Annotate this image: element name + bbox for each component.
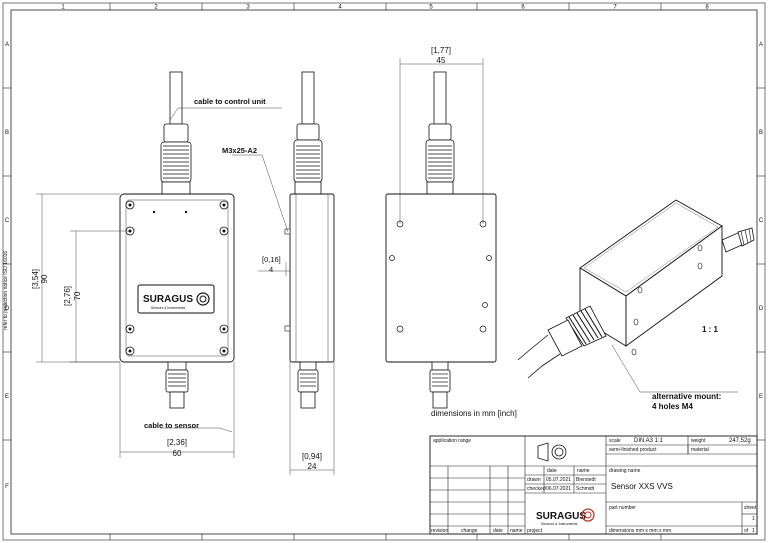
callout-screw: M3x25-A2 (222, 146, 257, 155)
callout-alt-mount-1: alternative mount: (652, 392, 721, 401)
connector-collar (163, 123, 189, 143)
units-note: dimensions in mm [inch] (431, 409, 517, 418)
col-label: 8 (705, 5, 709, 11)
tb-application-range: application range (433, 438, 471, 444)
dim-thickness-mm: 24 (308, 462, 317, 471)
tb-rev-header: project (527, 528, 543, 534)
logo-tagline: Sensors & Instruments (151, 306, 186, 310)
row-label: C (759, 218, 764, 224)
tb-sheet-value: 1 (752, 516, 755, 522)
row-label: E (759, 394, 763, 400)
tb-of-value: 1 (752, 528, 755, 534)
tb-semi-finished: semi-finished product (609, 447, 657, 453)
dim-height-outer-mm: 90 (40, 274, 49, 283)
tb-rev-header: change (461, 528, 478, 534)
tb-rev-header: revision (431, 528, 448, 534)
col-label: 3 (246, 5, 250, 11)
tb-scale-label: scale (609, 438, 621, 444)
side-dimensions (232, 154, 335, 475)
housing-front (119, 193, 235, 363)
logo-text: SURAGUS (143, 294, 193, 305)
tb-name-header: name (577, 468, 590, 474)
row-markers: A B C D E F A B C D E (5, 42, 764, 490)
row-label: B (759, 130, 763, 136)
col-label: 2 (154, 5, 158, 11)
housing-back (385, 193, 497, 363)
tb-logo-icon (581, 508, 595, 522)
dim-offset-inch: [0,16] (262, 255, 281, 264)
tb-drawing-name-label: drawing name (609, 468, 641, 474)
dim-offset-mm: 4 (269, 265, 273, 274)
tb-weight-value: 247,52g (729, 438, 751, 444)
tb-of-label: of (744, 528, 749, 534)
col-label: 5 (429, 5, 433, 11)
tb-checked-label: checked (527, 486, 546, 492)
tb-rev-header: name (510, 528, 523, 534)
tb-checked-date: 06.07.2021 (546, 486, 571, 492)
tb-logo-text: SURAGUS (536, 511, 586, 522)
tb-checked-name: Schmidt (576, 486, 595, 492)
row-label: A (5, 42, 9, 48)
tb-drawn-label: drawn (527, 477, 541, 483)
col-label: 6 (521, 5, 525, 11)
dim-hole-spacing-inch: [1,77] (431, 46, 451, 55)
callout-cable-sensor: cable to sensor (144, 421, 199, 430)
dim-height-inner-mm: 70 (73, 291, 82, 300)
cable-bottom (169, 391, 185, 409)
callout-alt-mount-2: 4 holes M4 (652, 402, 693, 411)
front-dimensions (36, 107, 282, 458)
tb-scale-value: DIN A3 1:1 (634, 438, 664, 444)
row-label: D (5, 306, 10, 312)
back-dimensions (399, 58, 484, 224)
dim-height-inner-inch: [2,76] (63, 286, 72, 306)
row-label: B (5, 130, 9, 136)
dim-hole-spacing-mm: 45 (437, 56, 446, 65)
isometric-view (517, 199, 755, 379)
cable-top (169, 71, 183, 125)
row-label: A (759, 42, 763, 48)
tb-drawing-name: Sensor XXS VVS (611, 482, 673, 491)
tb-date-header: date (547, 468, 557, 474)
detail-scale: 1 : 1 (702, 325, 719, 334)
side-view (284, 71, 335, 409)
tb-rev-header: date (493, 528, 503, 534)
front-view: SURAGUS Sensors & Instruments (119, 71, 235, 409)
tb-drawn-name: Bierstedt (576, 477, 596, 483)
tb-drawn-date: 05.07.2021 (546, 477, 571, 483)
row-label: F (5, 484, 9, 490)
housing-side (289, 193, 335, 363)
col-label: 1 (61, 5, 65, 11)
tb-dimensions-label: dimensions mm x mm x mm (609, 528, 671, 534)
inner-frame (10, 9, 758, 535)
back-view (385, 71, 497, 409)
projection-symbol (537, 442, 549, 462)
col-label: 7 (613, 5, 617, 11)
column-markers: 1 2 3 4 5 6 7 8 (61, 5, 709, 11)
protection-notice: refer to protection notice ISO 16016 (3, 251, 9, 330)
tb-sheet-label: sheet (744, 505, 757, 511)
logo-icon (196, 292, 210, 306)
callout-cable-control: cable to control unit (194, 97, 266, 106)
tb-weight-label: weight (691, 438, 706, 444)
tb-material: material (691, 447, 709, 453)
alternative-mount-leader (611, 344, 738, 393)
column-ticks (3, 3, 765, 540)
title-block-logo: SURAGUS Sensors & Instruments (536, 508, 595, 526)
logo-plate (137, 284, 215, 314)
connector-bottom (165, 369, 189, 393)
tb-part-number-label: part number (609, 505, 636, 511)
row-label: C (5, 218, 10, 224)
dim-thickness-inch: [0,94] (302, 452, 322, 461)
row-label: D (759, 306, 764, 312)
tb-logo-tagline: Sensors & Instruments (541, 522, 578, 526)
dim-height-outer-inch: [3,54] (31, 269, 40, 289)
row-label: E (5, 394, 9, 400)
dim-width-mm: 60 (173, 449, 182, 458)
col-label: 4 (338, 5, 342, 11)
dim-width-inch: [2,36] (167, 438, 187, 447)
